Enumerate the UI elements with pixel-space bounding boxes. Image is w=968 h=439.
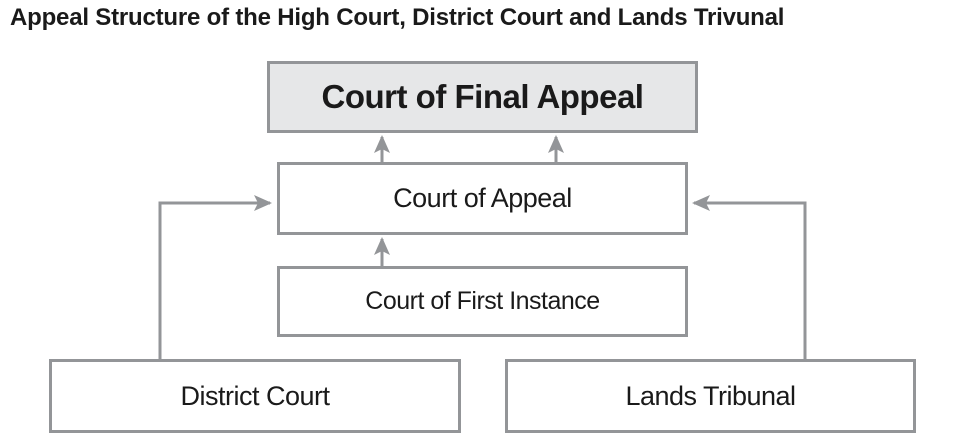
diagram-title: Appeal Structure of the High Court, Dist… [10,4,785,31]
court-of-appeal-box: Court of Appeal [277,162,688,235]
court-of-first-instance-box: Court of First Instance [277,266,688,337]
arrow-district-to-appeal [158,195,272,359]
court-of-final-appeal-box: Court of Final Appeal [267,61,698,133]
arrow-lands-to-appeal [692,195,807,359]
district-court-box: District Court [49,359,461,433]
lands-tribunal-box: Lands Tribunal [505,359,916,433]
